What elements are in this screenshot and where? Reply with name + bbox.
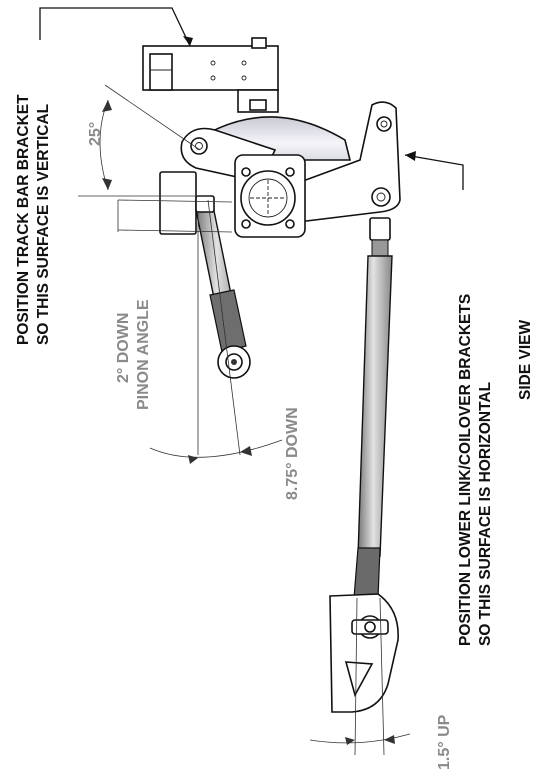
angle-25-label: 25° [87,122,104,146]
angle-15-label: 1.5° UP [436,714,453,770]
track-bar-bracket [142,37,279,113]
lower-link-bracket [291,101,401,223]
pinion-flange [234,154,306,238]
angle-15-dimension [309,597,411,756]
pinion-angle-label-line1: 2° DOWN [115,313,132,383]
track-bar-note-line2: SO THIS SURFACE IS VERTICAL [35,104,52,345]
lower-link-note-line1: POSITION LOWER LINK/COILOVER BRACKETS [457,294,474,646]
angle-875-label: 8.75° DOWN [284,407,301,500]
pinion-angle-dimension [117,199,233,233]
angle-875-dimension [149,199,283,464]
lower-mount-bracket [329,593,399,713]
view-title: SIDE VIEW [517,320,534,400]
lower-link [353,217,393,599]
track-bar-leader [39,7,193,47]
track-bar-note-line1: POSITION TRACK BAR BRACKET [15,94,32,345]
angle-25-dimension [78,84,210,197]
pinion-angle-label-line2: PINON ANGLE [135,299,152,410]
upper-link [195,195,251,379]
lower-link-leader [404,151,464,190]
lower-link-note-line2: SO THIS SURFACE IS HORIZONTAL [477,382,494,646]
